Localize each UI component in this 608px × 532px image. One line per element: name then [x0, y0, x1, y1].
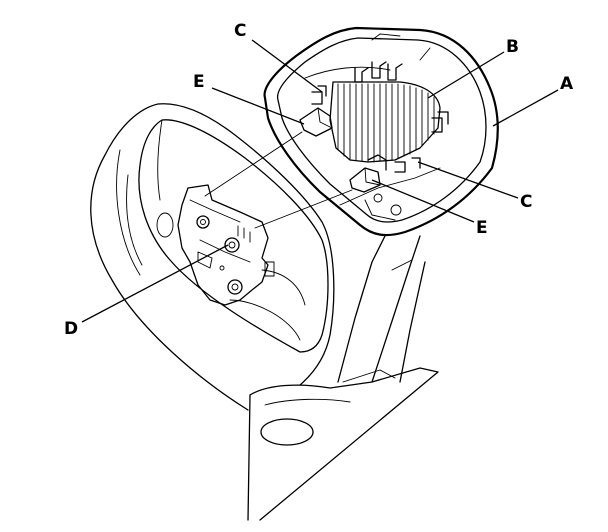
door-mount-base [247, 367, 439, 521]
callout-c-bottom: C [520, 192, 532, 212]
callout-c-top: C [234, 21, 246, 41]
callout-a: A [560, 74, 574, 94]
callout-labels: A B C C D E E [64, 21, 574, 339]
callout-e-bottom: E [476, 218, 488, 238]
mirror-stalk [337, 235, 426, 383]
glass-hatching [337, 83, 435, 163]
mirror-glass [329, 81, 441, 163]
callout-b: B [506, 37, 519, 57]
retaining-clips [311, 61, 449, 173]
callout-e-top: E [193, 72, 205, 92]
actuator-mount-plate [177, 184, 275, 306]
mirror-housing [90, 103, 335, 411]
callout-d: D [64, 319, 78, 339]
mounting-tabs [299, 107, 387, 193]
leader-lines [81, 39, 559, 323]
mirror-holder-frame [263, 26, 499, 237]
alignment-guide-lines [204, 131, 353, 229]
